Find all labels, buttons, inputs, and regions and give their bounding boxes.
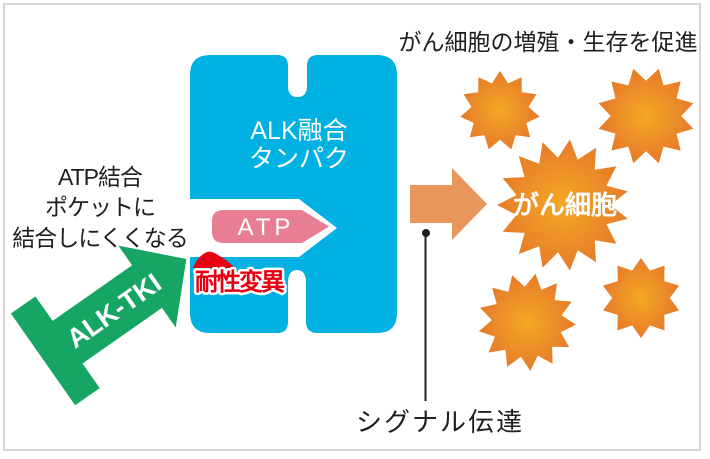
cancer-cells-group — [460, 68, 694, 371]
cancer-cell-starburst — [598, 68, 694, 164]
alk-tki-arrow — [10, 245, 187, 406]
atp-label: ATP — [238, 214, 295, 241]
protein-label-line2: タンパク — [249, 145, 349, 173]
cancer-cell-label: がん細胞 — [513, 190, 617, 220]
image-border — [3, 3, 701, 451]
alk-fusion-protein-shape — [190, 55, 397, 333]
pocket-binding-note: ATP結合 ポケットに 結合しにくくなる — [12, 164, 189, 251]
cancer-cell-starburst — [478, 273, 576, 371]
cancer-cell-starburst — [497, 139, 628, 271]
cancer-cell-starburst — [603, 258, 679, 338]
pocket-note-line3: 結合しにくくなる — [12, 225, 188, 251]
atp-arrow — [212, 210, 329, 243]
pocket-note-line1: ATP結合 — [58, 164, 143, 190]
protein-label-line1: ALK融合 — [250, 117, 347, 145]
signal-label: シグナル伝達 — [356, 407, 524, 437]
resistance-mutation-label: 耐性変異 — [195, 268, 285, 296]
callout-dot — [422, 229, 430, 237]
signal-arrow — [410, 168, 487, 240]
pocket-note-line2: ポケットに — [45, 194, 155, 220]
promote-caption: がん細胞の増殖・生存を促進 — [399, 29, 698, 55]
resistance-mutation-bump — [193, 251, 235, 268]
cancer-cell-starburst — [460, 71, 540, 150]
